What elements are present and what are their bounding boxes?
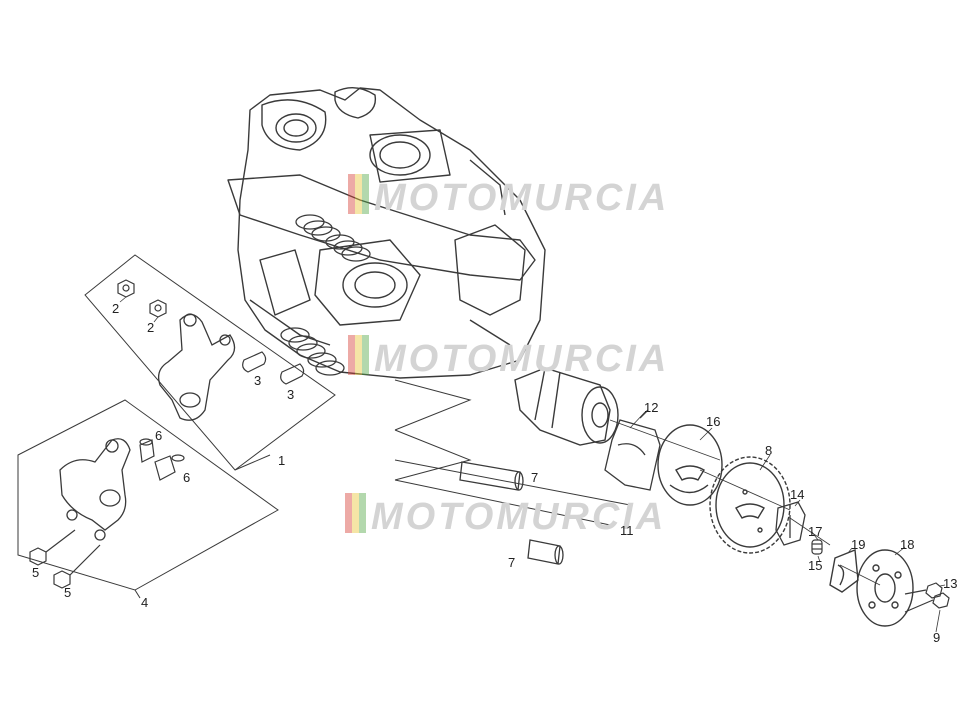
part-9-bolt <box>904 592 950 613</box>
valve-springs <box>280 214 371 376</box>
rocker-arm-upper <box>157 313 236 421</box>
part-5-nut-a <box>29 529 76 566</box>
group-7-outline <box>394 379 631 526</box>
callout-6: 6 <box>183 470 190 485</box>
callout-7: 7 <box>508 555 515 570</box>
part-19-bracket <box>829 549 859 593</box>
callout-4: 4 <box>141 595 148 610</box>
callout-11: 11 <box>620 523 634 538</box>
group-4-outline <box>17 399 279 599</box>
part-7-pin-a <box>459 461 524 491</box>
part-5-nut-b <box>53 544 101 589</box>
cylinder-head <box>227 87 546 379</box>
part-11-camshaft <box>514 367 619 446</box>
part-3-shaft-b <box>280 363 305 385</box>
leader-lines <box>119 296 946 633</box>
callout-17: 17 <box>808 524 822 539</box>
watermark-middle: MOTOMURCIA <box>348 335 669 380</box>
callout-9: 9 <box>933 630 940 645</box>
callout-2: 2 <box>147 320 154 335</box>
callout-2: 2 <box>112 301 119 316</box>
part-6-pin-b <box>154 454 185 481</box>
callout-15: 15 <box>808 558 822 573</box>
callout-12: 12 <box>644 400 658 415</box>
watermark-top: MOTOMURCIA <box>348 174 669 219</box>
watermark-text: MOTOMURCIA <box>374 177 669 219</box>
callout-5: 5 <box>64 585 71 600</box>
callout-5: 5 <box>32 565 39 580</box>
part-6-pin-a <box>139 438 155 463</box>
part-3-shaft-a <box>242 351 267 373</box>
callout-13: 13 <box>943 576 957 591</box>
part-7-pin-b <box>527 539 564 565</box>
callout-labels: 1 2 2 3 3 4 5 5 6 6 7 7 8 9 11 12 13 14 … <box>32 301 957 645</box>
callout-1: 1 <box>278 453 285 468</box>
group-1-outline <box>84 254 336 471</box>
watermark-text: MOTOMURCIA <box>374 338 669 380</box>
callout-7: 7 <box>531 470 538 485</box>
watermark-bottom: MOTOMURCIA <box>345 493 666 538</box>
part-2-nut-a <box>117 279 135 298</box>
part-2-nut-b <box>149 299 167 318</box>
callout-3: 3 <box>287 387 294 402</box>
callout-8: 8 <box>765 443 772 458</box>
callout-14: 14 <box>790 487 804 502</box>
watermark-text: MOTOMURCIA <box>371 496 666 538</box>
part-12-plate <box>604 409 661 491</box>
callout-16: 16 <box>706 414 720 429</box>
part-15-spring <box>811 539 823 555</box>
callout-18: 18 <box>900 537 914 552</box>
part-16-disc <box>657 424 723 506</box>
rocker-arm-lower <box>59 438 131 541</box>
callout-3: 3 <box>254 373 261 388</box>
callout-19: 19 <box>851 537 865 552</box>
callout-6: 6 <box>155 428 162 443</box>
assembly-axis-lines <box>609 419 881 586</box>
part-18-cover <box>856 549 914 627</box>
part-13-bolt <box>904 582 943 599</box>
